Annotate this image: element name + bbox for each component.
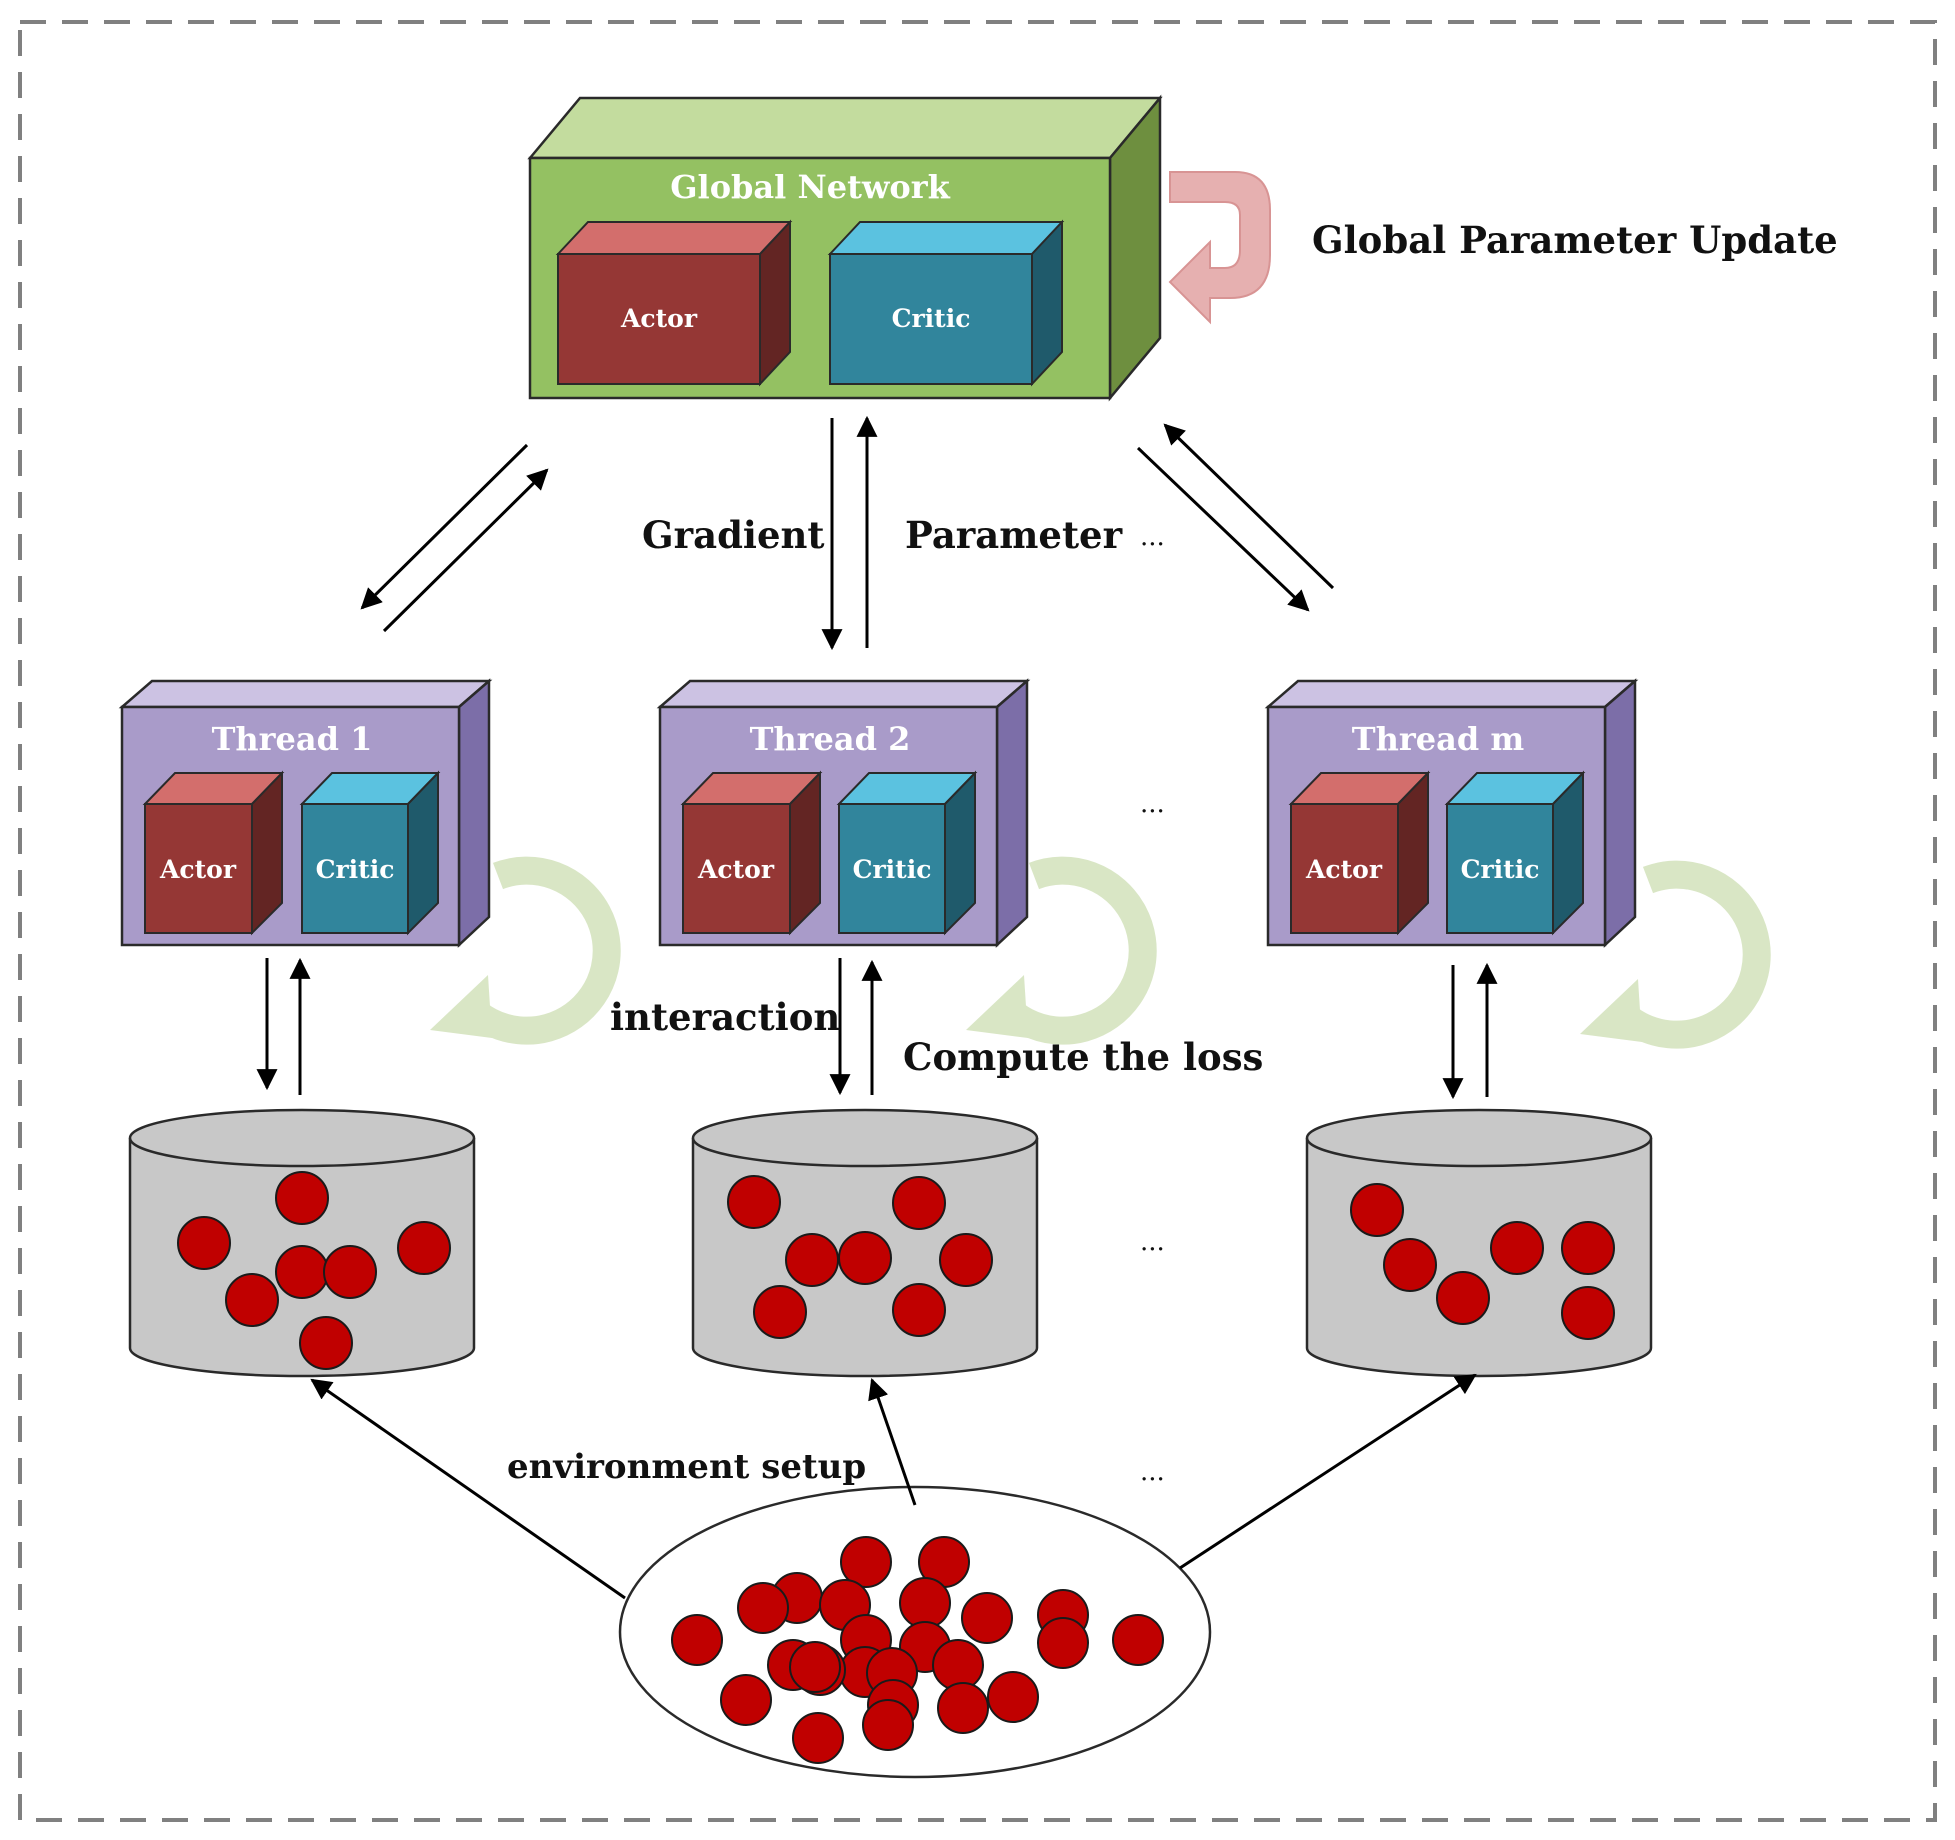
env-to-buffer-m-arrow bbox=[1179, 1373, 1477, 1570]
thread-2-actor-label: Actor bbox=[697, 855, 775, 884]
global-critic-box bbox=[827, 219, 1065, 387]
environment-ball bbox=[671, 1614, 723, 1666]
environment-ball bbox=[961, 1592, 1013, 1644]
thread-2-buffer-ball bbox=[838, 1231, 892, 1285]
environment-ball bbox=[1037, 1617, 1089, 1669]
thread-2-critic-box bbox=[836, 770, 978, 936]
environment-ball bbox=[1112, 1614, 1164, 1666]
environment-ball bbox=[789, 1641, 841, 1693]
gradient-label: Gradient bbox=[642, 513, 825, 557]
thread-m-critic-label: Critic bbox=[1461, 855, 1540, 884]
ellipsis-env: ... bbox=[1140, 1457, 1165, 1487]
thread-2-update-arrowhead-icon bbox=[966, 975, 1028, 1038]
thread-2-buffer-ball bbox=[753, 1285, 807, 1339]
thread-m-actor-label: Actor bbox=[1305, 855, 1383, 884]
thread-m-buffer-ball bbox=[1561, 1286, 1615, 1340]
thread-2-actor-box bbox=[680, 770, 823, 936]
thread-1-buffer-ball bbox=[323, 1245, 377, 1299]
parameter-arrow-threadm bbox=[1163, 423, 1335, 590]
sample-balls bbox=[177, 1171, 1615, 1764]
thread-1-buffer-ball bbox=[299, 1316, 353, 1370]
global-update-arrow-icon bbox=[1168, 171, 1271, 325]
thread-2-buffer-ball bbox=[785, 1233, 839, 1287]
thread-1-update-arrowhead-icon bbox=[430, 975, 492, 1038]
thread-1-buffer-ball bbox=[225, 1273, 279, 1327]
thread-1-buffer-ball bbox=[275, 1171, 329, 1225]
thread-2-buffer-ball bbox=[727, 1175, 781, 1229]
thread-m-buffer-ball bbox=[1561, 1221, 1615, 1275]
global-actor-label: Actor bbox=[620, 304, 698, 333]
environment-ball bbox=[737, 1582, 789, 1634]
thread-m-update-arrow-icon bbox=[1607, 860, 1771, 1049]
thread-1-actor-box bbox=[142, 770, 285, 936]
thread-1-actor-label: Actor bbox=[159, 855, 237, 884]
global-critic-label: Critic bbox=[892, 304, 971, 333]
dashed-frame bbox=[18, 20, 1937, 1822]
thread-m-buffer-ball bbox=[1383, 1238, 1437, 1292]
thread-m-buffer-ball bbox=[1436, 1271, 1490, 1325]
global-actor-box bbox=[555, 219, 793, 387]
gradient-arrow-thread1 bbox=[360, 443, 529, 610]
ellipsis-threads: ... bbox=[1140, 789, 1165, 819]
env-to-buffer-1-arrow bbox=[310, 1378, 626, 1600]
environment-ball bbox=[720, 1674, 772, 1726]
thread-m-buffer-ball bbox=[1350, 1183, 1404, 1237]
environment-ball bbox=[840, 1536, 892, 1588]
environment-label: environment setup bbox=[507, 1447, 866, 1487]
global-update-label: Global Parameter Update bbox=[1312, 218, 1838, 262]
thread-1-buffer-ball bbox=[275, 1245, 329, 1299]
thread-2-update-arrow-icon bbox=[993, 856, 1157, 1045]
environment-ball bbox=[987, 1671, 1039, 1723]
thread-1-critic-label: Critic bbox=[316, 855, 395, 884]
thread-2-buffer-ball bbox=[939, 1233, 993, 1287]
thread-m-buffer-ball bbox=[1490, 1221, 1544, 1275]
environment-ball bbox=[862, 1699, 914, 1751]
interaction-label: interaction bbox=[610, 995, 840, 1039]
thread-2-title: Thread 2 bbox=[750, 720, 911, 758]
env-to-buffer-2-arrow bbox=[868, 1378, 917, 1506]
thread-m-update-arrowhead-icon bbox=[1580, 979, 1642, 1042]
ellipsis-top: ... bbox=[1140, 522, 1165, 552]
thread-1-buffer-ball bbox=[397, 1221, 451, 1275]
gradient-arrow-threadm bbox=[1136, 446, 1310, 612]
thread-1-title: Thread 1 bbox=[212, 720, 373, 758]
environment-ball bbox=[792, 1712, 844, 1764]
thread-m-actor-box bbox=[1288, 770, 1431, 936]
ellipsis-buffers: ... bbox=[1140, 1227, 1165, 1257]
thread-2-buffer-ball bbox=[892, 1176, 946, 1230]
thread-1-critic-box bbox=[299, 770, 441, 936]
global-network-title: Global Network bbox=[670, 168, 950, 206]
thread-2-buffer-ball bbox=[892, 1283, 946, 1337]
parameter-arrow-thread1 bbox=[382, 468, 549, 633]
thread-1-update-arrow-icon bbox=[457, 856, 621, 1045]
parameter-label: Parameter bbox=[905, 513, 1123, 557]
environment-ball bbox=[899, 1577, 951, 1629]
compute-loss-label: Compute the loss bbox=[903, 1035, 1263, 1079]
thread-2-critic-label: Critic bbox=[853, 855, 932, 884]
thread-m-title: Thread m bbox=[1352, 720, 1525, 758]
thread-m-critic-box bbox=[1444, 770, 1586, 936]
thread-1-buffer-ball bbox=[177, 1216, 231, 1270]
environment-ball bbox=[937, 1682, 989, 1734]
